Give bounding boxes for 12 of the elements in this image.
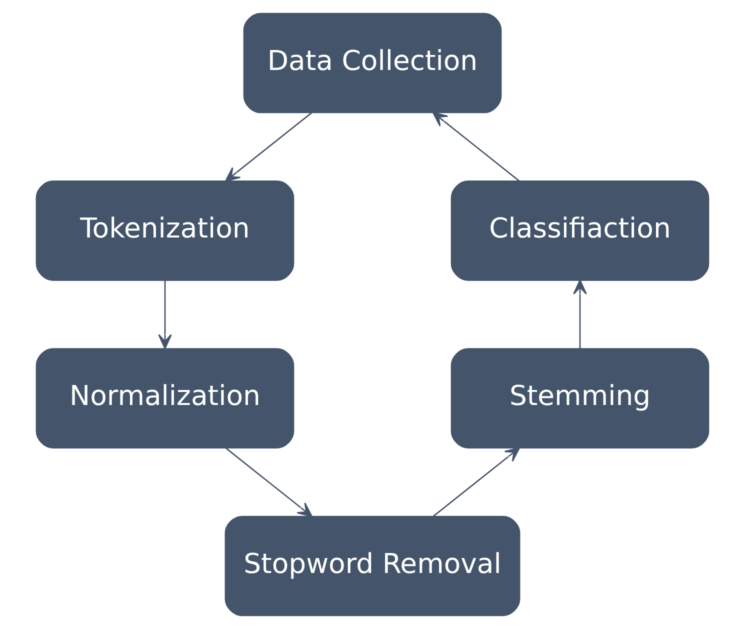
arrow <box>225 447 313 518</box>
arrow <box>224 112 312 182</box>
node-box: Stopword Removal <box>224 516 520 616</box>
node-box: Stemming <box>450 348 710 448</box>
node-box: Normalization <box>36 348 294 448</box>
node-box: Tokenization <box>36 180 294 281</box>
arrow <box>432 447 520 517</box>
node-box: Classifiaction <box>450 180 710 281</box>
arrow <box>573 280 587 348</box>
arrow <box>158 280 172 350</box>
node-box: Data Collection <box>243 12 502 114</box>
arrow <box>432 112 520 182</box>
